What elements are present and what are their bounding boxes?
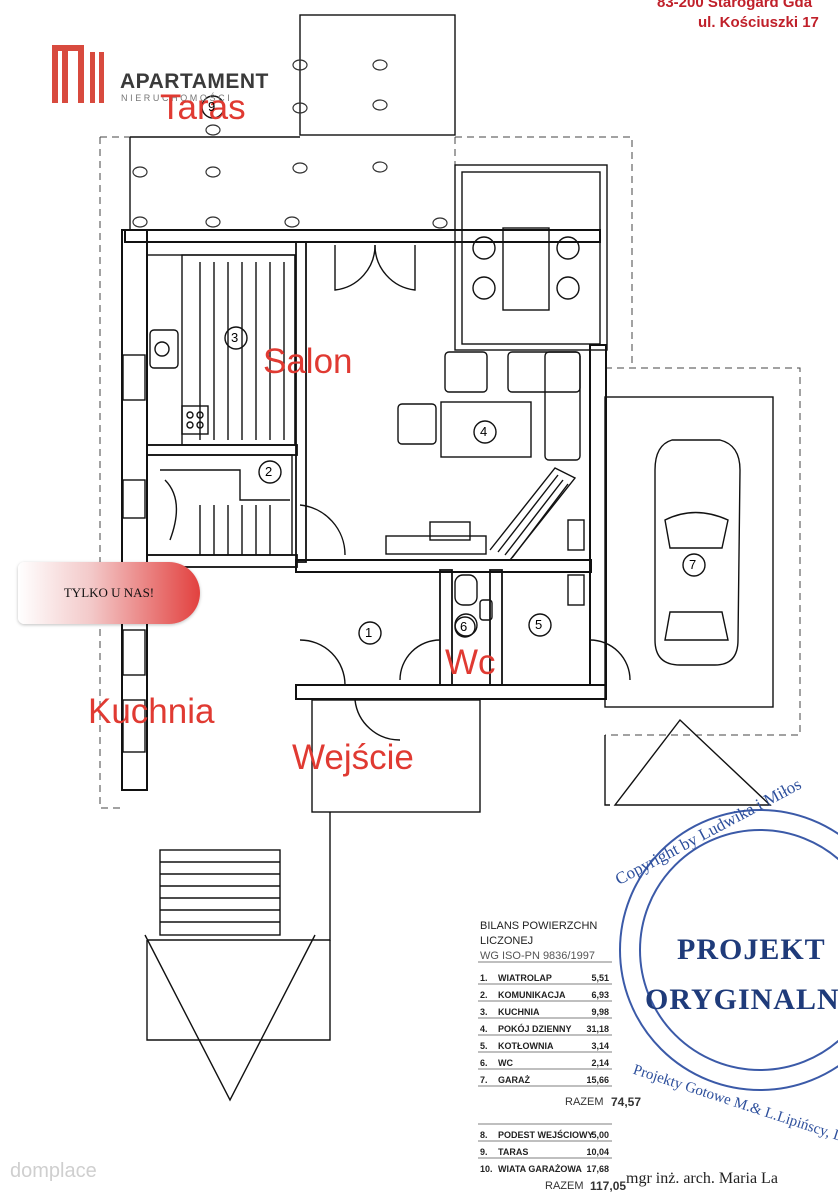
room-label-taras: Taras (160, 88, 246, 127)
room-number: 7 (689, 557, 697, 572)
logo-name: APARTAMENT (120, 70, 269, 93)
table-row-num: 3. (480, 1007, 488, 1017)
author-signature: mgr inż. arch. Maria La (626, 1170, 778, 1187)
table-row-num: 5. (480, 1041, 488, 1051)
table-row-area: 15,66 (586, 1075, 609, 1085)
stamp-title: PROJEKT (677, 933, 826, 966)
table-row-name: KOMUNIKACJA (498, 990, 566, 1000)
table-row-area: 3,14 (591, 1041, 609, 1051)
table-row-num: 10. (480, 1164, 493, 1174)
table-row-num: 8. (480, 1130, 488, 1140)
table-title-3: WG ISO-PN 9836/1997 (480, 950, 595, 962)
room-number: 1 (365, 625, 373, 640)
table-row-area: 9,98 (591, 1007, 609, 1017)
total-value: 117,05 (590, 1179, 627, 1193)
room-label-salon: Salon (263, 342, 353, 381)
table-row-name: KUCHNIA (498, 1007, 540, 1017)
table-row-name: GARAŻ (498, 1075, 530, 1085)
table-row-num: 2. (480, 990, 488, 1000)
subtotal-label: RAZEM (565, 1096, 604, 1108)
room-number: 5 (535, 617, 543, 632)
room-number: 2 (265, 464, 273, 479)
room-label-kuchnia: Kuchnia (88, 692, 215, 731)
table-row-area: 5,00 (591, 1130, 609, 1140)
table-row-num: 4. (480, 1024, 488, 1034)
table-row-area: 2,14 (591, 1058, 609, 1068)
logo-subtitle: NIERUCHOMOŚCI (121, 93, 233, 103)
watermark: domplace (10, 1160, 97, 1182)
total-label: RAZEM (545, 1180, 584, 1192)
subtotal-value: 74,57 (611, 1095, 642, 1109)
table-row-name: WIATA GARAŻOWA (498, 1164, 582, 1174)
table-row-num: 1. (480, 973, 488, 983)
room-number: 3 (231, 330, 239, 345)
table-row-name: WC (498, 1058, 513, 1068)
table-title: BILANS POWIERZCHN (480, 920, 598, 932)
room-number: 4 (480, 424, 488, 439)
room-label-wejscie: Wejście (292, 738, 414, 777)
table-row-area: 17,68 (586, 1164, 609, 1174)
table-row-area: 5,51 (591, 973, 609, 983)
stamp-subtitle: ORYGINALN (645, 983, 838, 1016)
room-label-wc: Wc (445, 643, 496, 682)
table-row-num: 7. (480, 1075, 488, 1085)
table-row-area: 10,04 (586, 1147, 609, 1157)
table-row-name: PODEST WEJŚCIOWY (498, 1130, 594, 1140)
table-row-num: 6. (480, 1058, 488, 1068)
room-number: 9 (208, 99, 216, 114)
table-row-name: POKÓJ DZIENNY (498, 1024, 572, 1034)
table-row-name: WIATROLAP (498, 973, 552, 983)
exclusive-badge: TYLKO U NAS! (18, 562, 200, 624)
room-number: 6 (460, 619, 468, 634)
table-row-area: 31,18 (586, 1024, 609, 1034)
table-row-name: TARAS (498, 1147, 529, 1157)
header-street: ul. Kościuszki 17 (698, 14, 819, 31)
header-city: 83-200 Starogard Gda (657, 0, 813, 11)
table-row-area: 6,93 (591, 990, 609, 1000)
table-row-num: 9. (480, 1147, 488, 1157)
table-title-2: LICZONEJ (480, 935, 534, 947)
table-row-name: KOTŁOWNIA (498, 1041, 554, 1051)
